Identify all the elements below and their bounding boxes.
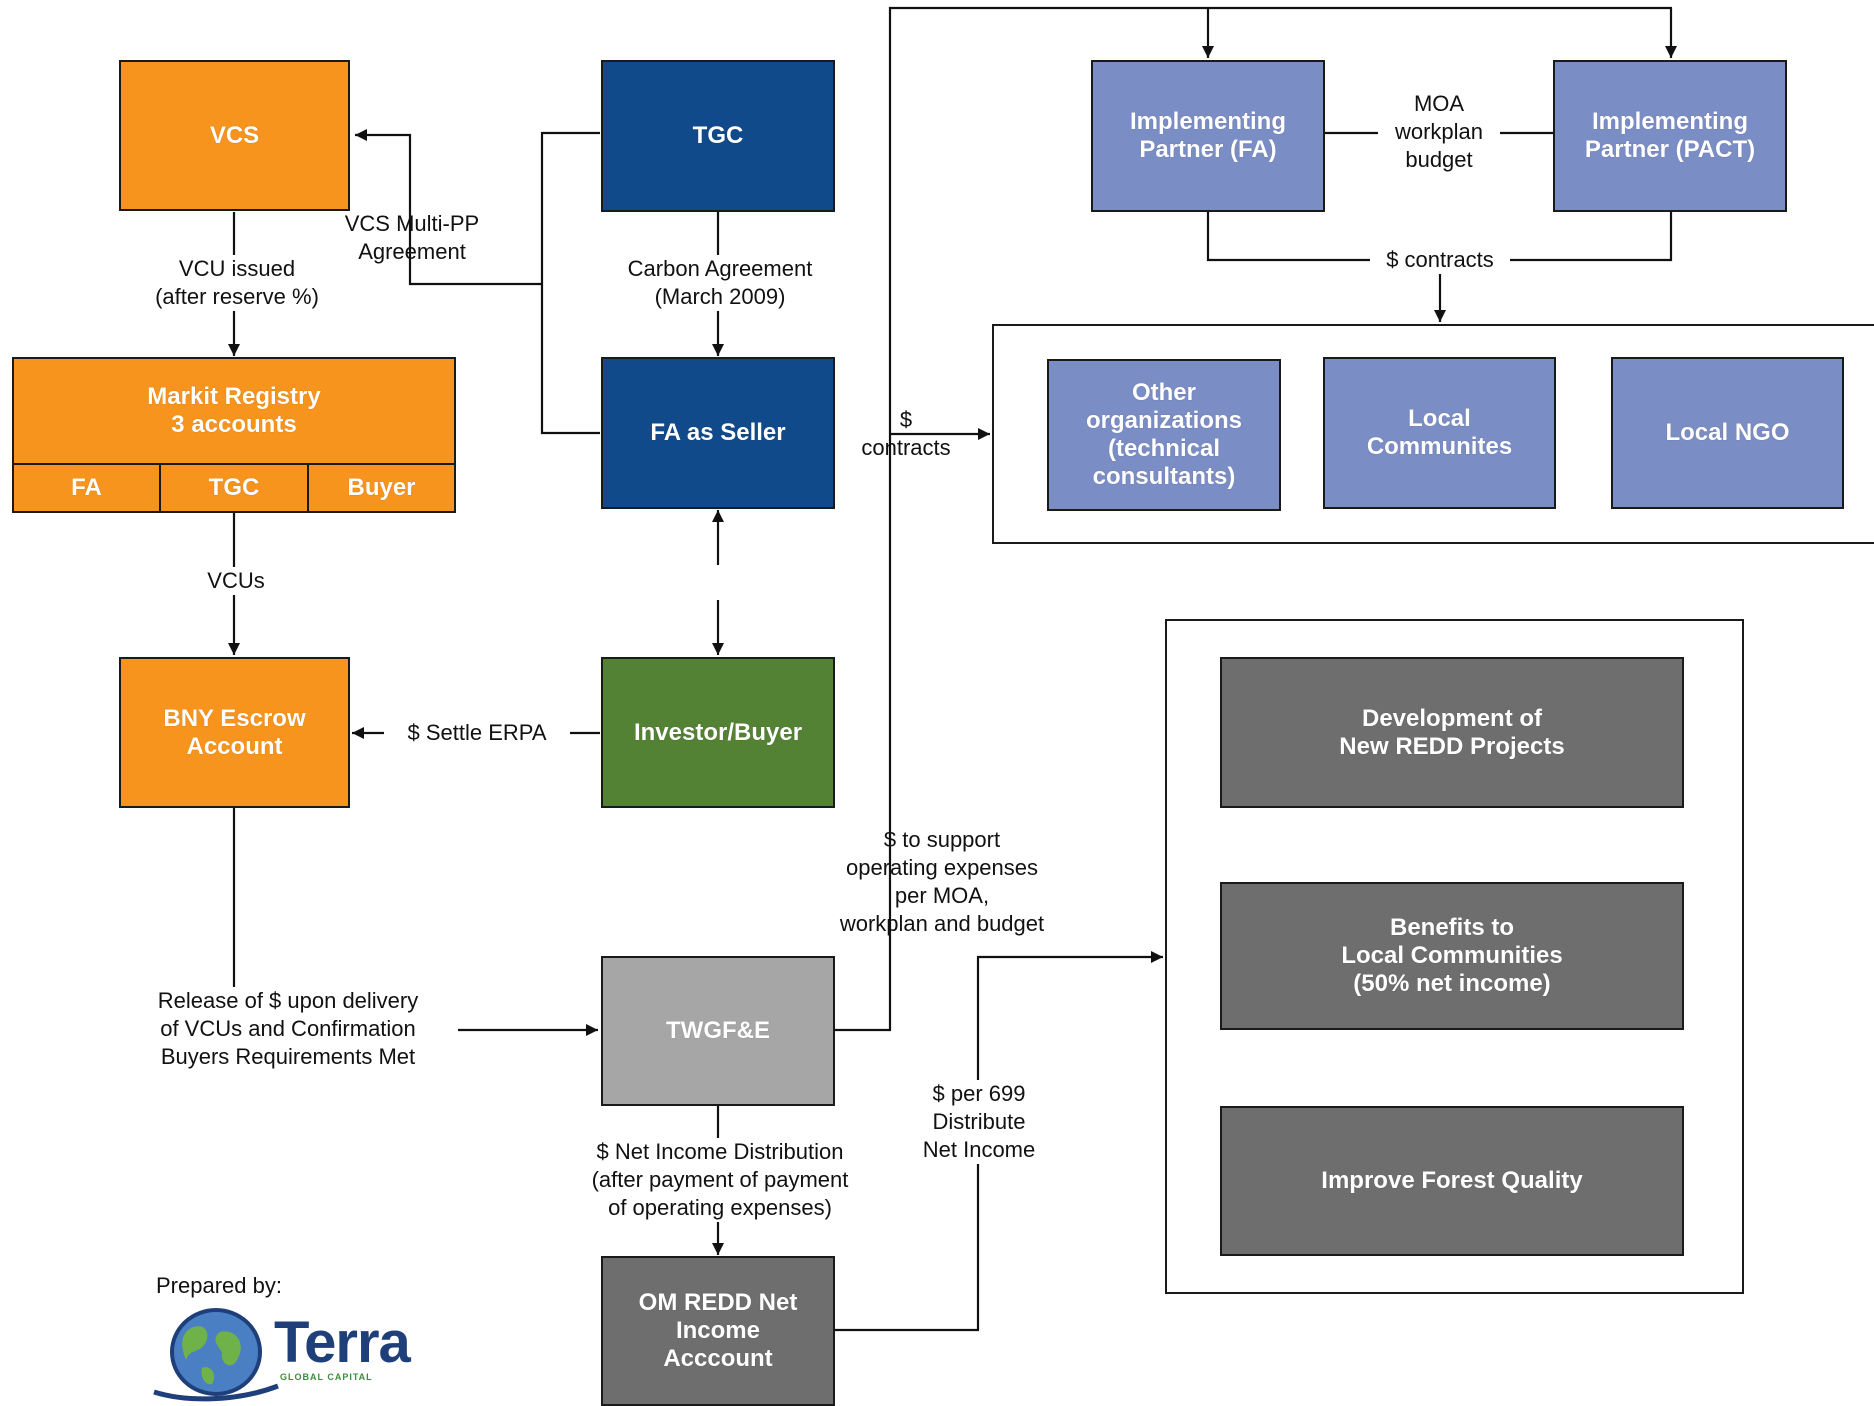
vcs-box: VCS [119,60,350,211]
label-vcus: VCUs [196,567,276,595]
ip-pact-box: Implementing Partner (PACT) [1553,60,1787,212]
prepared-by-label: Prepared by: [156,1273,282,1298]
label-settle-erpa: $ Settle ERPA [384,719,570,747]
fa-seller-box: FA as Seller [601,357,835,509]
terra-logo: Terra GLOBAL CAPITAL [146,1302,426,1402]
label-support-opex: $ to support operating expenses per MOA,… [839,827,1045,936]
label-release: Release of $ upon delivery of VCUs and C… [118,987,458,1071]
tgc-box: TGC [601,60,835,212]
markit-registry-box: Markit Registry 3 accounts [12,357,456,465]
outcomes-group [1165,619,1744,1294]
local-partners-group [992,324,1874,544]
investor-buyer-box: Investor/Buyer [601,657,835,808]
markit-fa-cell: FA [12,463,161,513]
markit-buyer-cell: Buyer [307,463,456,513]
label-vcs-multi-pp: VCS Multi-PP Agreement [344,211,480,264]
line-tgc-seller-bracket [540,131,600,435]
benefits-box: Benefits to Local Communities (50% net i… [1220,882,1684,1030]
local-ngo-box: Local NGO [1611,357,1844,509]
label-vcu-issued: VCU issued (after reserve %) [128,255,346,311]
other-orgs-box: Other organizations (technical consultan… [1047,359,1281,511]
dev-redd-box: Development of New REDD Projects [1220,657,1684,808]
logo-subtitle: GLOBAL CAPITAL [280,1372,373,1382]
label-net-income-distribution: $ Net Income Distribution (after payment… [552,1138,888,1222]
label-per-699: $ per 699 Distribute Net Income [902,1080,1056,1164]
line-twgf-to-top [833,6,1672,1032]
ip-fa-box: Implementing Partner (FA) [1091,60,1325,212]
label-contracts-top: $ contracts [1370,246,1510,274]
label-carbon-agreement: Carbon Agreement (March 2009) [596,255,844,311]
om-redd-box: OM REDD Net Income Acccount [601,1256,835,1406]
logo-wordmark: Terra [274,1310,411,1375]
twgf-box: TWGF&E [601,956,835,1106]
label-moa: MOA workplan budget [1378,90,1500,174]
local-communities-box: Local Communites [1323,357,1556,509]
bny-escrow-box: BNY Escrow Account [119,657,350,808]
arrow-multipp-to-vcs [355,129,542,286]
markit-tgc-cell: TGC [159,463,309,513]
forest-quality-box: Improve Forest Quality [1220,1106,1684,1256]
label-contracts-left: $ contracts [861,407,951,460]
globe-icon [153,1308,279,1402]
